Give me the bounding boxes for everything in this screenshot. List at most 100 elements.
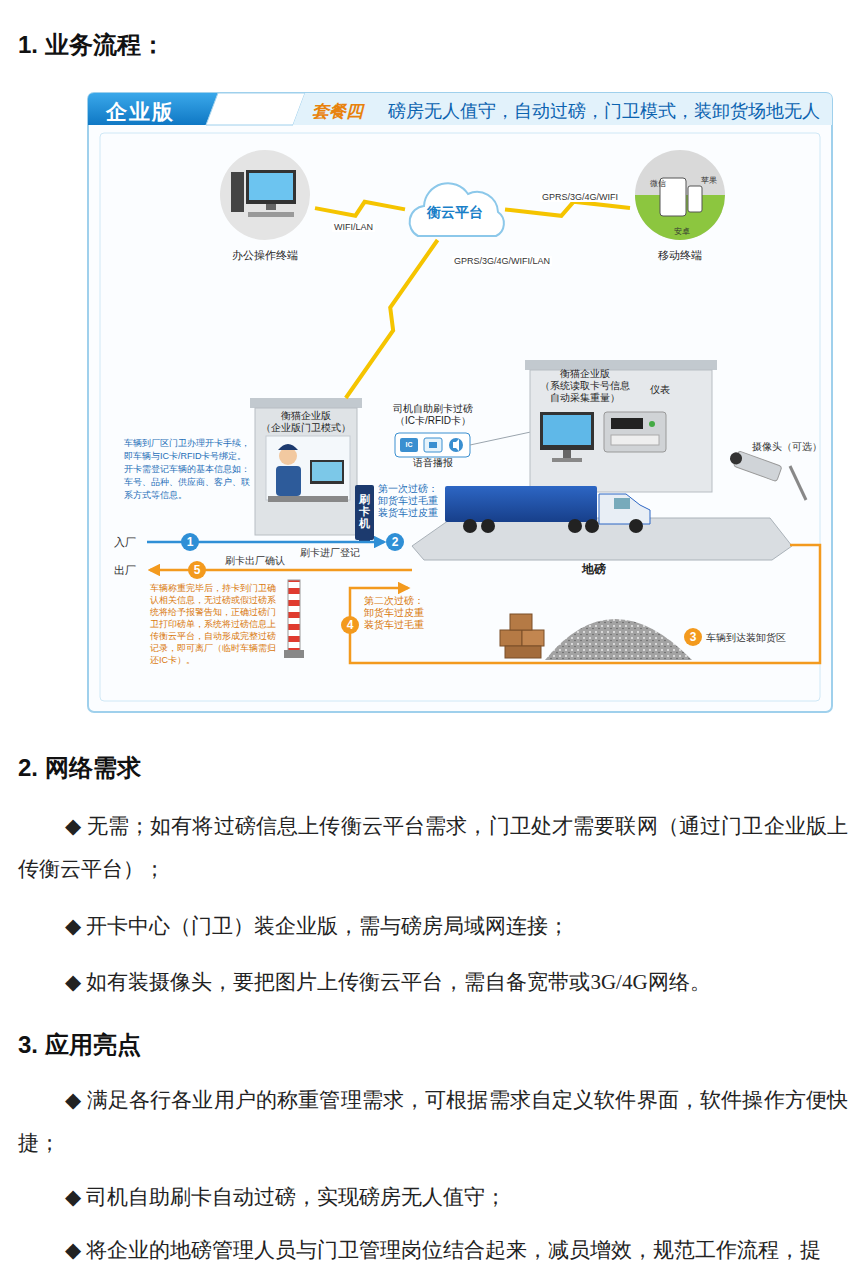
node-text: 磅房无人值守，自动过磅，门卫模式，装卸货场地无人 — [350, 99, 820, 123]
office-terminal-icon — [246, 170, 296, 204]
node-text: 仪表 — [640, 384, 680, 396]
weigh-house: 衡猫企业版 （系统读取卡号信息 自动采集重量）仪表 — [530, 362, 712, 492]
weigh-house — [563, 450, 571, 458]
section-heading: 3. 应用亮点 — [18, 1029, 318, 1061]
card-reader-panel — [395, 433, 470, 457]
office-terminal: 办公操作终端 — [215, 150, 315, 265]
section-heading: 2. 网络需求 — [18, 752, 318, 784]
note-text: 车辆到厂区门卫办理开卡手续，即车辆与IC卡/RFID卡号绑定。开卡需登记车辆的基… — [124, 437, 252, 502]
node-text: 衡云平台 — [405, 204, 505, 222]
diagram-frame — [88, 93, 832, 712]
card-reader-panel — [429, 442, 437, 448]
weigh-house — [525, 360, 717, 492]
network-link — [315, 202, 405, 216]
banner — [293, 93, 832, 125]
card-machine: 刷卡机 — [355, 485, 374, 540]
office-terminal-icon — [266, 204, 276, 210]
truck — [568, 519, 582, 533]
step-note: 第二次过磅：卸货车过皮重 装货车过毛重 — [364, 595, 426, 631]
step-label: 车辆到达装卸货区 — [706, 631, 806, 645]
mobile-terminal: 移动终端 — [630, 150, 730, 265]
diagram-frame — [88, 93, 832, 712]
node-text: 司机自助刷卡过磅 （IC卡/RFID卡） — [388, 403, 478, 427]
camera-icon — [728, 451, 743, 466]
guard-house: 衡猫企业版 （企业版门卫模式） — [255, 398, 357, 535]
flow-lines — [147, 541, 384, 544]
truck — [585, 519, 599, 533]
cargo-area — [510, 614, 532, 630]
cargo-area — [545, 619, 692, 660]
weigh-house — [604, 412, 666, 452]
card-reader-panel — [449, 438, 463, 452]
card-reader: 司机自助刷卡过磅 （IC卡/RFID卡） 语音播报 — [388, 403, 478, 477]
card-reader-panel — [453, 439, 459, 451]
weigh-house — [543, 415, 591, 445]
guard-house — [268, 496, 348, 502]
section-heading: 1. 业务流程： — [18, 29, 318, 61]
weigh-house — [540, 412, 594, 450]
office-terminal-icon — [248, 212, 294, 217]
card-reader-panel — [400, 438, 418, 452]
guard-house — [266, 436, 350, 500]
cargo-area — [500, 630, 522, 646]
guard-house — [312, 462, 342, 481]
cloud-shape — [410, 183, 504, 236]
guard-house — [276, 466, 301, 496]
app-icon-label: 安卓 — [671, 226, 693, 237]
callout-number: 4 — [341, 616, 359, 634]
callout-number: 5 — [188, 561, 206, 579]
bullet-text: ◆ 将企业的地磅管理人员与门卫管理岗位结合起来，减员增效，规范工作流程，提 — [18, 1229, 848, 1272]
node-text: 刷卡机 — [359, 493, 370, 529]
barrier-gate — [284, 580, 304, 658]
weigh-house — [611, 418, 643, 429]
step-label: 刷卡出厂确认 — [225, 554, 305, 568]
bullet-text: ◆ 无需；如有将过磅信息上传衡云平台需求，门卫处才需要联网（通过门卫企业版上传衡… — [18, 805, 848, 891]
truck — [599, 494, 650, 524]
flow-lines — [150, 569, 412, 572]
network-link — [505, 202, 630, 216]
callout-number: 3 — [684, 628, 702, 646]
node-text: 衡猫企业版 （企业版门卫模式） — [255, 410, 357, 434]
mobile-terminal-icon — [635, 150, 725, 240]
truck — [481, 519, 495, 533]
office-terminal-icon — [231, 172, 244, 212]
callout-number: 1 — [181, 533, 199, 551]
camera-icon — [728, 449, 806, 500]
guard-house — [310, 460, 344, 484]
card-reader-panel — [424, 438, 442, 452]
weigh-house — [552, 458, 582, 462]
card-reader-panel — [395, 430, 540, 457]
diagram-frame: 企业版套餐四磅房无人值守，自动过磅，门卫模式，装卸货场地无人衡云平台办公操作终端… — [88, 93, 832, 712]
app-icon-label: 微信 — [647, 178, 669, 189]
callout-number: 2 — [386, 533, 404, 551]
banner — [88, 93, 218, 125]
mobile-terminal-icon — [660, 178, 686, 216]
node-text: 套餐四 — [312, 100, 382, 123]
flow-label: 入厂 — [114, 535, 144, 550]
guard-house — [250, 398, 362, 535]
weigh-house — [525, 360, 717, 370]
node-text: 语音播报 — [388, 457, 478, 469]
camera-icon — [728, 449, 782, 482]
barrier-gate — [288, 580, 300, 652]
truck — [463, 519, 477, 533]
weigh-house — [530, 370, 712, 492]
weighbridge: 地磅 — [410, 505, 778, 578]
guard-house — [278, 444, 298, 450]
flow-label: 出厂 — [114, 563, 144, 578]
truck — [445, 486, 597, 522]
node-text: 办公操作终端 — [215, 248, 315, 263]
mobile-terminal-icon — [688, 186, 702, 212]
banner — [88, 93, 832, 125]
office-terminal-icon — [220, 150, 310, 240]
node-text: 衡猫企业版 （系统读取卡号信息 自动采集重量） — [532, 368, 638, 404]
truck — [629, 519, 643, 533]
flow-lines — [147, 542, 820, 663]
banner — [206, 93, 305, 125]
guard-house — [250, 398, 362, 408]
diagram-frame — [100, 133, 820, 701]
